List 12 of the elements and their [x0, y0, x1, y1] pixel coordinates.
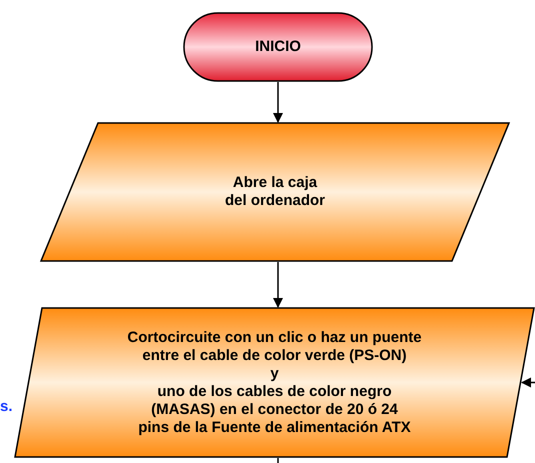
note-text: s.: [0, 397, 13, 417]
process-parallelogram: [40, 122, 510, 262]
start-terminator: [183, 12, 373, 82]
node-text: Cortocircuite con un clic o haz un puente entre el cable de color verde (PS-ON): [126, 328, 423, 364]
node-text: Abre la caja del ordenador: [224, 174, 326, 210]
arrow: [273, 82, 283, 123]
arrow: [521, 378, 535, 388]
node-text: y: [270, 364, 279, 382]
node-text: uno de los cables de color negro (MASAS) en el conector de 20 ó 24 pins de la Fuente de alimentación ATX: [137, 382, 412, 436]
node-text: INICIO: [255, 38, 301, 56]
arrow: [273, 262, 283, 308]
process-parallelogram: [14, 307, 535, 458]
